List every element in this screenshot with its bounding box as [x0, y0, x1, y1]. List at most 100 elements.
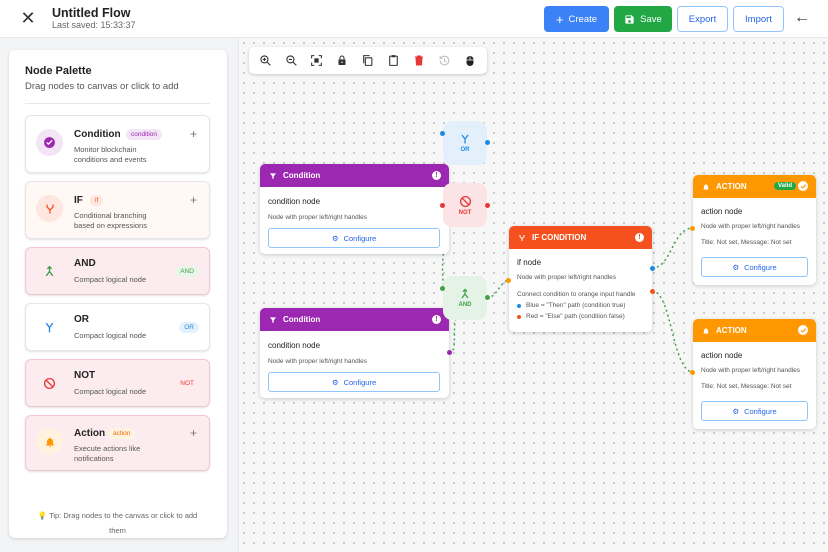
item-badge: NOT [175, 378, 199, 389]
input-handle[interactable] [440, 286, 445, 291]
plus-icon: + [555, 11, 564, 27]
export-button[interactable]: Export [677, 6, 728, 32]
node-desc: Node with proper left/right handles [517, 274, 617, 281]
input-handle[interactable] [506, 278, 511, 283]
lock-icon[interactable] [334, 53, 350, 69]
block-icon [36, 370, 63, 397]
import-button[interactable]: Import [733, 6, 784, 32]
node-hint: Connect condition to orange input handle [517, 291, 636, 298]
palette-item-or[interactable]: OR Compact logical node OR [25, 303, 210, 351]
gear-icon: ⚙ [732, 262, 740, 272]
then-legend: Blue = "Then" path (condition true) [517, 302, 625, 309]
item-desc: conditions and events [74, 155, 147, 164]
info-icon: ! [432, 171, 441, 180]
input-handle[interactable] [440, 131, 445, 136]
node-palette: Node Palette Drag nodes to canvas or cli… [9, 50, 227, 538]
and-node[interactable]: AND [440, 276, 490, 320]
condition-node-2[interactable]: Condition ! condition node Node with pro… [260, 308, 452, 398]
copy-icon[interactable] [360, 53, 376, 69]
palette-tip: 💡 Tip: Drag nodes to the canvas or click… [37, 511, 198, 535]
configure-button[interactable]: ⚙Configure [268, 372, 440, 392]
split-icon [36, 314, 63, 341]
action-node-1[interactable]: ACTION Valid action node Node with prope… [690, 175, 816, 285]
configure-button[interactable]: ⚙Configure [701, 257, 808, 277]
check-circle-icon [36, 129, 63, 156]
item-badge: condition [126, 129, 163, 140]
not-node[interactable]: NOT [440, 183, 490, 227]
item-desc: Compact logical node [74, 275, 147, 284]
then-handle[interactable] [650, 266, 655, 271]
red-dot [517, 314, 521, 319]
merge-icon [461, 288, 469, 299]
item-badge: if [90, 195, 104, 206]
output-handle[interactable] [485, 140, 490, 145]
item-desc: Compact logical node [74, 387, 147, 396]
delete-icon[interactable] [411, 53, 427, 69]
plus-icon[interactable]: + [189, 193, 197, 207]
item-name: Action [74, 428, 106, 439]
item-desc: notifications [74, 454, 114, 463]
condition-node-1[interactable]: Condition ! condition node Node with pro… [260, 164, 452, 254]
save-button[interactable]: Save [614, 6, 672, 32]
action-node-2[interactable]: ACTION action node Node with proper left… [690, 319, 816, 429]
output-handle[interactable] [485, 203, 490, 208]
palette-item-not[interactable]: NOT Compact logical node NOT [25, 359, 210, 407]
valid-badge: Valid [773, 182, 796, 190]
branch-icon [36, 195, 63, 222]
paste-icon[interactable] [386, 53, 402, 69]
node-title: if node [517, 258, 542, 267]
flow-title[interactable]: Untitled Flow [52, 6, 131, 20]
if-node[interactable]: IF CONDITION ! if node Node with proper … [506, 226, 655, 332]
item-name: AND [74, 258, 96, 269]
palette-item-and[interactable]: AND Compact logical node AND [25, 247, 210, 295]
node-title: condition node [268, 197, 321, 206]
item-desc: based on expressions [74, 221, 147, 230]
plus-icon[interactable]: + [189, 127, 197, 141]
input-handle[interactable] [690, 370, 695, 375]
branch-icon [519, 234, 525, 241]
fit-view-icon[interactable] [309, 53, 325, 69]
gear-icon: ⚙ [331, 233, 339, 243]
item-desc: Execute actions like [74, 444, 141, 453]
lightbulb-icon: 💡 [37, 511, 50, 520]
zoom-in-icon[interactable] [258, 53, 274, 69]
item-name: Condition [74, 129, 121, 140]
mouse-icon[interactable] [462, 53, 478, 69]
palette-item-action[interactable]: Action action + Execute actions like not… [25, 415, 210, 471]
bell-icon [36, 428, 63, 455]
node-desc: Node with proper left/right handles [268, 358, 368, 365]
node-header: Condition ! [260, 308, 449, 331]
item-badge: OR [179, 322, 199, 333]
zoom-out-icon[interactable] [283, 53, 299, 69]
create-button[interactable]: +Create [544, 6, 609, 32]
palette-item-if[interactable]: IF if + Conditional branching based on e… [25, 181, 210, 239]
merge-icon [36, 258, 63, 285]
else-handle[interactable] [650, 289, 655, 294]
input-handle[interactable] [690, 226, 695, 231]
close-icon[interactable]: ✕ [20, 8, 36, 28]
history-icon[interactable] [437, 53, 453, 69]
node-title: action node [701, 207, 743, 216]
input-handle[interactable] [440, 203, 445, 208]
palette-subtitle: Drag nodes to canvas or click to add [25, 81, 179, 92]
gear-icon: ⚙ [331, 377, 339, 387]
configure-button[interactable]: ⚙Configure [701, 401, 808, 421]
configure-button[interactable]: ⚙Configure [268, 228, 440, 248]
node-title: condition node [268, 341, 321, 350]
split-icon [461, 134, 469, 144]
palette-item-condition[interactable]: Condition condition + Monitor blockchain… [25, 115, 210, 173]
output-handle[interactable] [485, 295, 490, 300]
item-name: NOT [74, 370, 96, 381]
filter-icon [270, 172, 276, 179]
canvas-toolbar [249, 47, 487, 74]
or-node[interactable]: OR [440, 121, 490, 165]
item-name: OR [74, 314, 89, 325]
plus-icon[interactable]: + [189, 426, 197, 440]
item-badge: action [108, 428, 136, 439]
palette-title: Node Palette [25, 65, 92, 77]
item-desc: Conditional branching [74, 211, 147, 220]
node-header: IF CONDITION ! [509, 226, 652, 249]
output-handle[interactable] [447, 350, 452, 355]
arrow-left-icon[interactable]: ← [794, 9, 810, 26]
bell-icon [703, 183, 709, 190]
